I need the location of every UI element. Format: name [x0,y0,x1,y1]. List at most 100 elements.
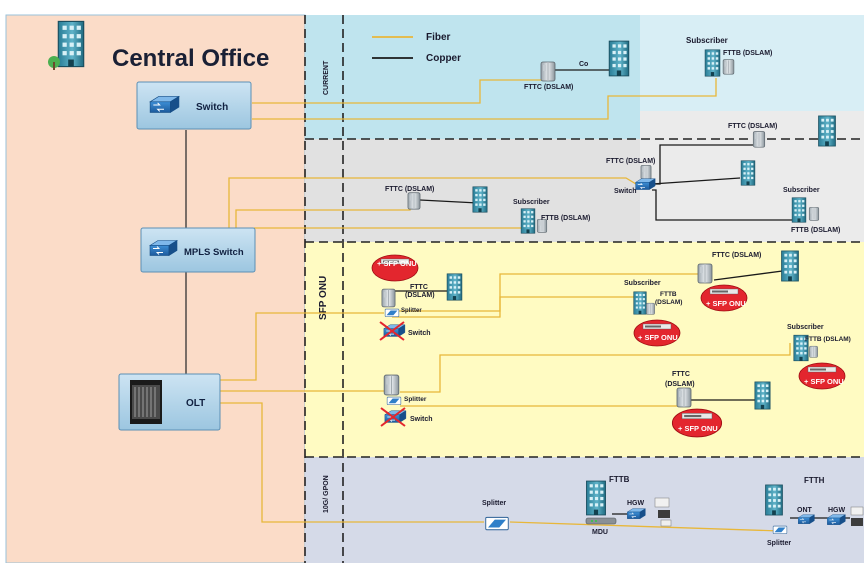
sfp-splitter-label: Splitter [401,308,422,314]
svg-text:+ SFP ONU: + SFP ONU [377,259,417,268]
gpon-ftth-label: FTTH [804,476,825,485]
fttc-cabinet-icon [383,374,400,396]
fttc-cabinet-icon [540,61,556,82]
building-icon [818,115,836,147]
sfp-fttb-dslam-label: FTTB (DSLAM) [805,336,851,343]
current-subscriber-label: Subscriber [686,36,728,45]
fttb-cabinet-icon [646,302,655,315]
sfp-subscriber-label: Subscriber [624,280,661,287]
mpls-fttc-switch-label: FTTC (DSLAM) [606,158,655,165]
mpls-subscriber-right-label: Subscriber [783,187,820,194]
legend: Fiber Copper [372,32,461,64]
gpon-ftth-splitter-label: Splitter [767,540,791,547]
olt-label: OLT [186,398,205,409]
fttc-cabinet-icon [407,192,421,210]
gpon-zone-label: 10G/ GPON [323,475,330,513]
central-office-title: Central Office [112,45,269,72]
current-zone-label: CURRENT [323,60,330,95]
gpon-splitter-label: Splitter [482,500,506,507]
fttb-cabinet-icon [722,59,735,75]
mpls-subscriber-mid-label: Subscriber [513,199,550,206]
splitter-icon [772,525,788,534]
svg-text:+ SFP ONU: + SFP ONU [638,333,678,342]
removed-switch-icon [379,321,406,341]
fttb-cabinet-icon [809,345,818,358]
legend-copper-label: Copper [426,53,461,64]
svg-text:+ SFP ONU: + SFP ONU [804,377,844,386]
building-icon [520,208,536,234]
removed-switch-icon [380,407,407,427]
building-icon [781,250,799,282]
fttc-cabinet-icon [381,288,396,308]
sfp-fttc-dslam-label: FTTC (DSLAM) [712,252,761,259]
ont-icon [797,514,815,524]
building-icon [740,160,756,186]
building-icon [791,197,807,223]
legend-fiber-label: Fiber [426,32,451,43]
building-icon [472,186,488,213]
gpon-ont-label: ONT [797,507,813,514]
mpls-switch-site-label: Switch [614,188,637,195]
sfp-onu-badge: + SFP ONU [633,319,681,347]
switch-icon [635,178,656,190]
mpls-fttc-mid-label: FTTC (DSLAM) [385,186,434,193]
mpls-switch[interactable]: MPLS Switch [140,227,256,273]
hgw-icon [627,508,646,519]
sfp-switch-label: Switch [410,416,433,423]
fttb-cabinet-icon [808,206,820,221]
building-icon [754,381,771,410]
sfp-onu-badge: + SFP ONU [700,284,748,312]
sfp-onu-badge: + SFP ONU [671,408,723,438]
sfp-subscriber-right-label: Subscriber [787,324,824,331]
gpon-fttb-label: FTTB [609,475,630,484]
current-zone-right [640,15,864,111]
sfp-onu-zone-label: SFP ONU [318,276,329,320]
splitter-icon [384,308,400,317]
building-icon [704,49,721,77]
central-switch[interactable]: Switch [136,81,252,130]
sfp-dslam-label: (DSLAM) [405,292,435,299]
current-fttc-label: FTTC (DSLAM) [524,84,573,91]
central-office-building-icon [48,20,85,70]
sfp-fttb-label: FTTB [660,291,677,298]
building-icon [608,40,630,77]
svg-text:+ SFP ONU: + SFP ONU [678,424,718,433]
mpls-fttc-top-label: FTTC (DSLAM) [728,123,777,130]
olt-node[interactable]: OLT [118,373,221,431]
home-devices-icon [850,506,864,526]
gpon-mdu-label: MDU [592,529,608,536]
sfp-dslam-label: (DSLAM) [655,299,682,306]
home-devices-icon [654,497,672,527]
sfp-fttc-label: FTTC [672,371,690,378]
sfp-switch-label: Switch [408,330,431,337]
splitter-icon [386,396,402,405]
switch-icon [149,95,180,113]
switch-icon [149,240,178,256]
fttc-cabinet-icon [697,263,713,284]
sfp-onu-badge: + SFP ONU [798,362,846,390]
building-icon [765,484,783,516]
splitter-icon [485,516,509,531]
sfp-splitter-label: Splitter [404,396,427,403]
central-switch-label: Switch [196,102,228,113]
fttc-cabinet-icon [752,131,766,148]
zone-separators [304,15,864,563]
svg-text:+ SFP ONU: + SFP ONU [706,299,746,308]
olt-chassis-icon [130,380,162,424]
building-icon [446,273,463,301]
gpon-ftth-hgw-label: HGW [828,507,846,514]
sfp-dslam-label: (DSLAM) [665,381,695,388]
fttc-cabinet-icon [640,165,652,180]
mdu-device-icon [585,517,617,525]
mpls-fttb-right-label: FTTB (DSLAM) [791,227,840,234]
sfp-fttc-label: FTTC [410,284,428,291]
hgw-icon [827,514,846,525]
current-co-label: Co [579,61,588,68]
mpls-fttb-mid-label: FTTB (DSLAM) [541,215,590,222]
building-icon [633,291,647,315]
mpls-switch-label: MPLS Switch [184,247,244,258]
building-icon [585,480,607,516]
fttc-cabinet-icon [676,387,692,408]
sfp-onu-badge: + SFP ONU [371,254,419,282]
